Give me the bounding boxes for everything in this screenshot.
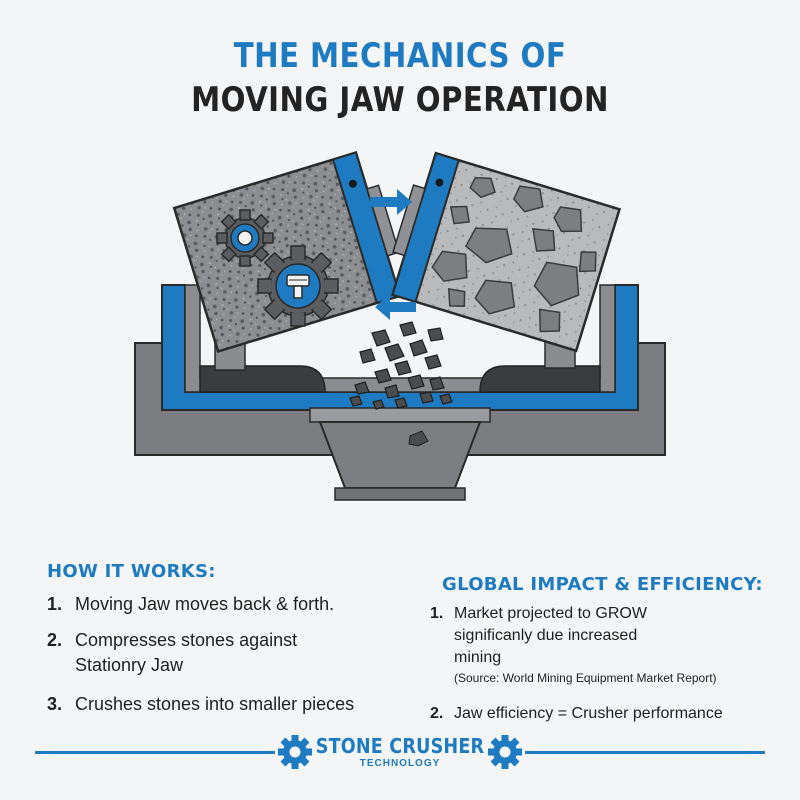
source-citation: (Source: World Mining Equipment Market R… <box>454 671 717 685</box>
list-item-number: 1. <box>47 594 63 614</box>
list-item-text: Moving Jaw moves back & forth. <box>75 594 335 614</box>
brand-logo: STONE CRUSHER TECHNOLOGY <box>0 734 800 770</box>
how-it-works-section: HOW IT WORKS: 1. Moving Jaw moves back &… <box>47 561 407 717</box>
list-item-number: 1. <box>430 605 444 622</box>
list-item-number: 2. <box>47 630 63 650</box>
title-line-1: THE MECHANICS OF <box>233 36 567 76</box>
how-it-works-heading: HOW IT WORKS: <box>47 561 216 582</box>
list-item-text: Jaw efficiency = Crusher performance <box>454 705 723 722</box>
list-item-text: Market projected to GROW significanly du… <box>454 605 647 666</box>
list-item: 2. Jaw efficiency = Crusher performance <box>430 703 790 725</box>
list-item: 2. Compresses stones against Stationry J… <box>47 628 407 678</box>
footer-divider-left <box>35 751 275 754</box>
brand-name: STONE CRUSHER <box>315 734 485 758</box>
gear-icon <box>276 733 314 776</box>
list-item: 1. Market projected to GROW significanly… <box>430 603 790 687</box>
list-item: 1. Moving Jaw moves back & forth. <box>47 592 407 617</box>
piston-icon <box>286 274 310 299</box>
page-title: THE MECHANICS OF MOVING JAW OPERATION <box>0 34 800 122</box>
stationary-jaw <box>390 151 622 353</box>
arrow-right-icon <box>370 189 412 215</box>
footer-divider-right <box>525 751 765 754</box>
arrow-left-icon <box>375 294 416 320</box>
global-impact-section: GLOBAL IMPACT & EFFICIENCY: 1. Market pr… <box>430 574 790 725</box>
list-item-text: Crushes stones into smaller pieces <box>75 694 355 714</box>
title-line-2: MOVING JAW OPERATION <box>191 80 609 120</box>
global-impact-heading: GLOBAL IMPACT & EFFICIENCY: <box>442 574 763 595</box>
gear-icon <box>257 245 339 327</box>
list-item: 3. Crushes stones into smaller pieces <box>47 692 407 717</box>
stone-icon <box>349 321 453 410</box>
moving-jaw <box>172 150 402 354</box>
brand-subtitle: TECHNOLOGY <box>359 758 441 769</box>
list-item-text: Compresses stones against Stationry Jaw <box>75 630 298 675</box>
gear-icon <box>486 733 524 776</box>
list-item-number: 2. <box>430 705 444 722</box>
gear-icon <box>216 209 274 267</box>
list-item-number: 3. <box>47 694 63 714</box>
